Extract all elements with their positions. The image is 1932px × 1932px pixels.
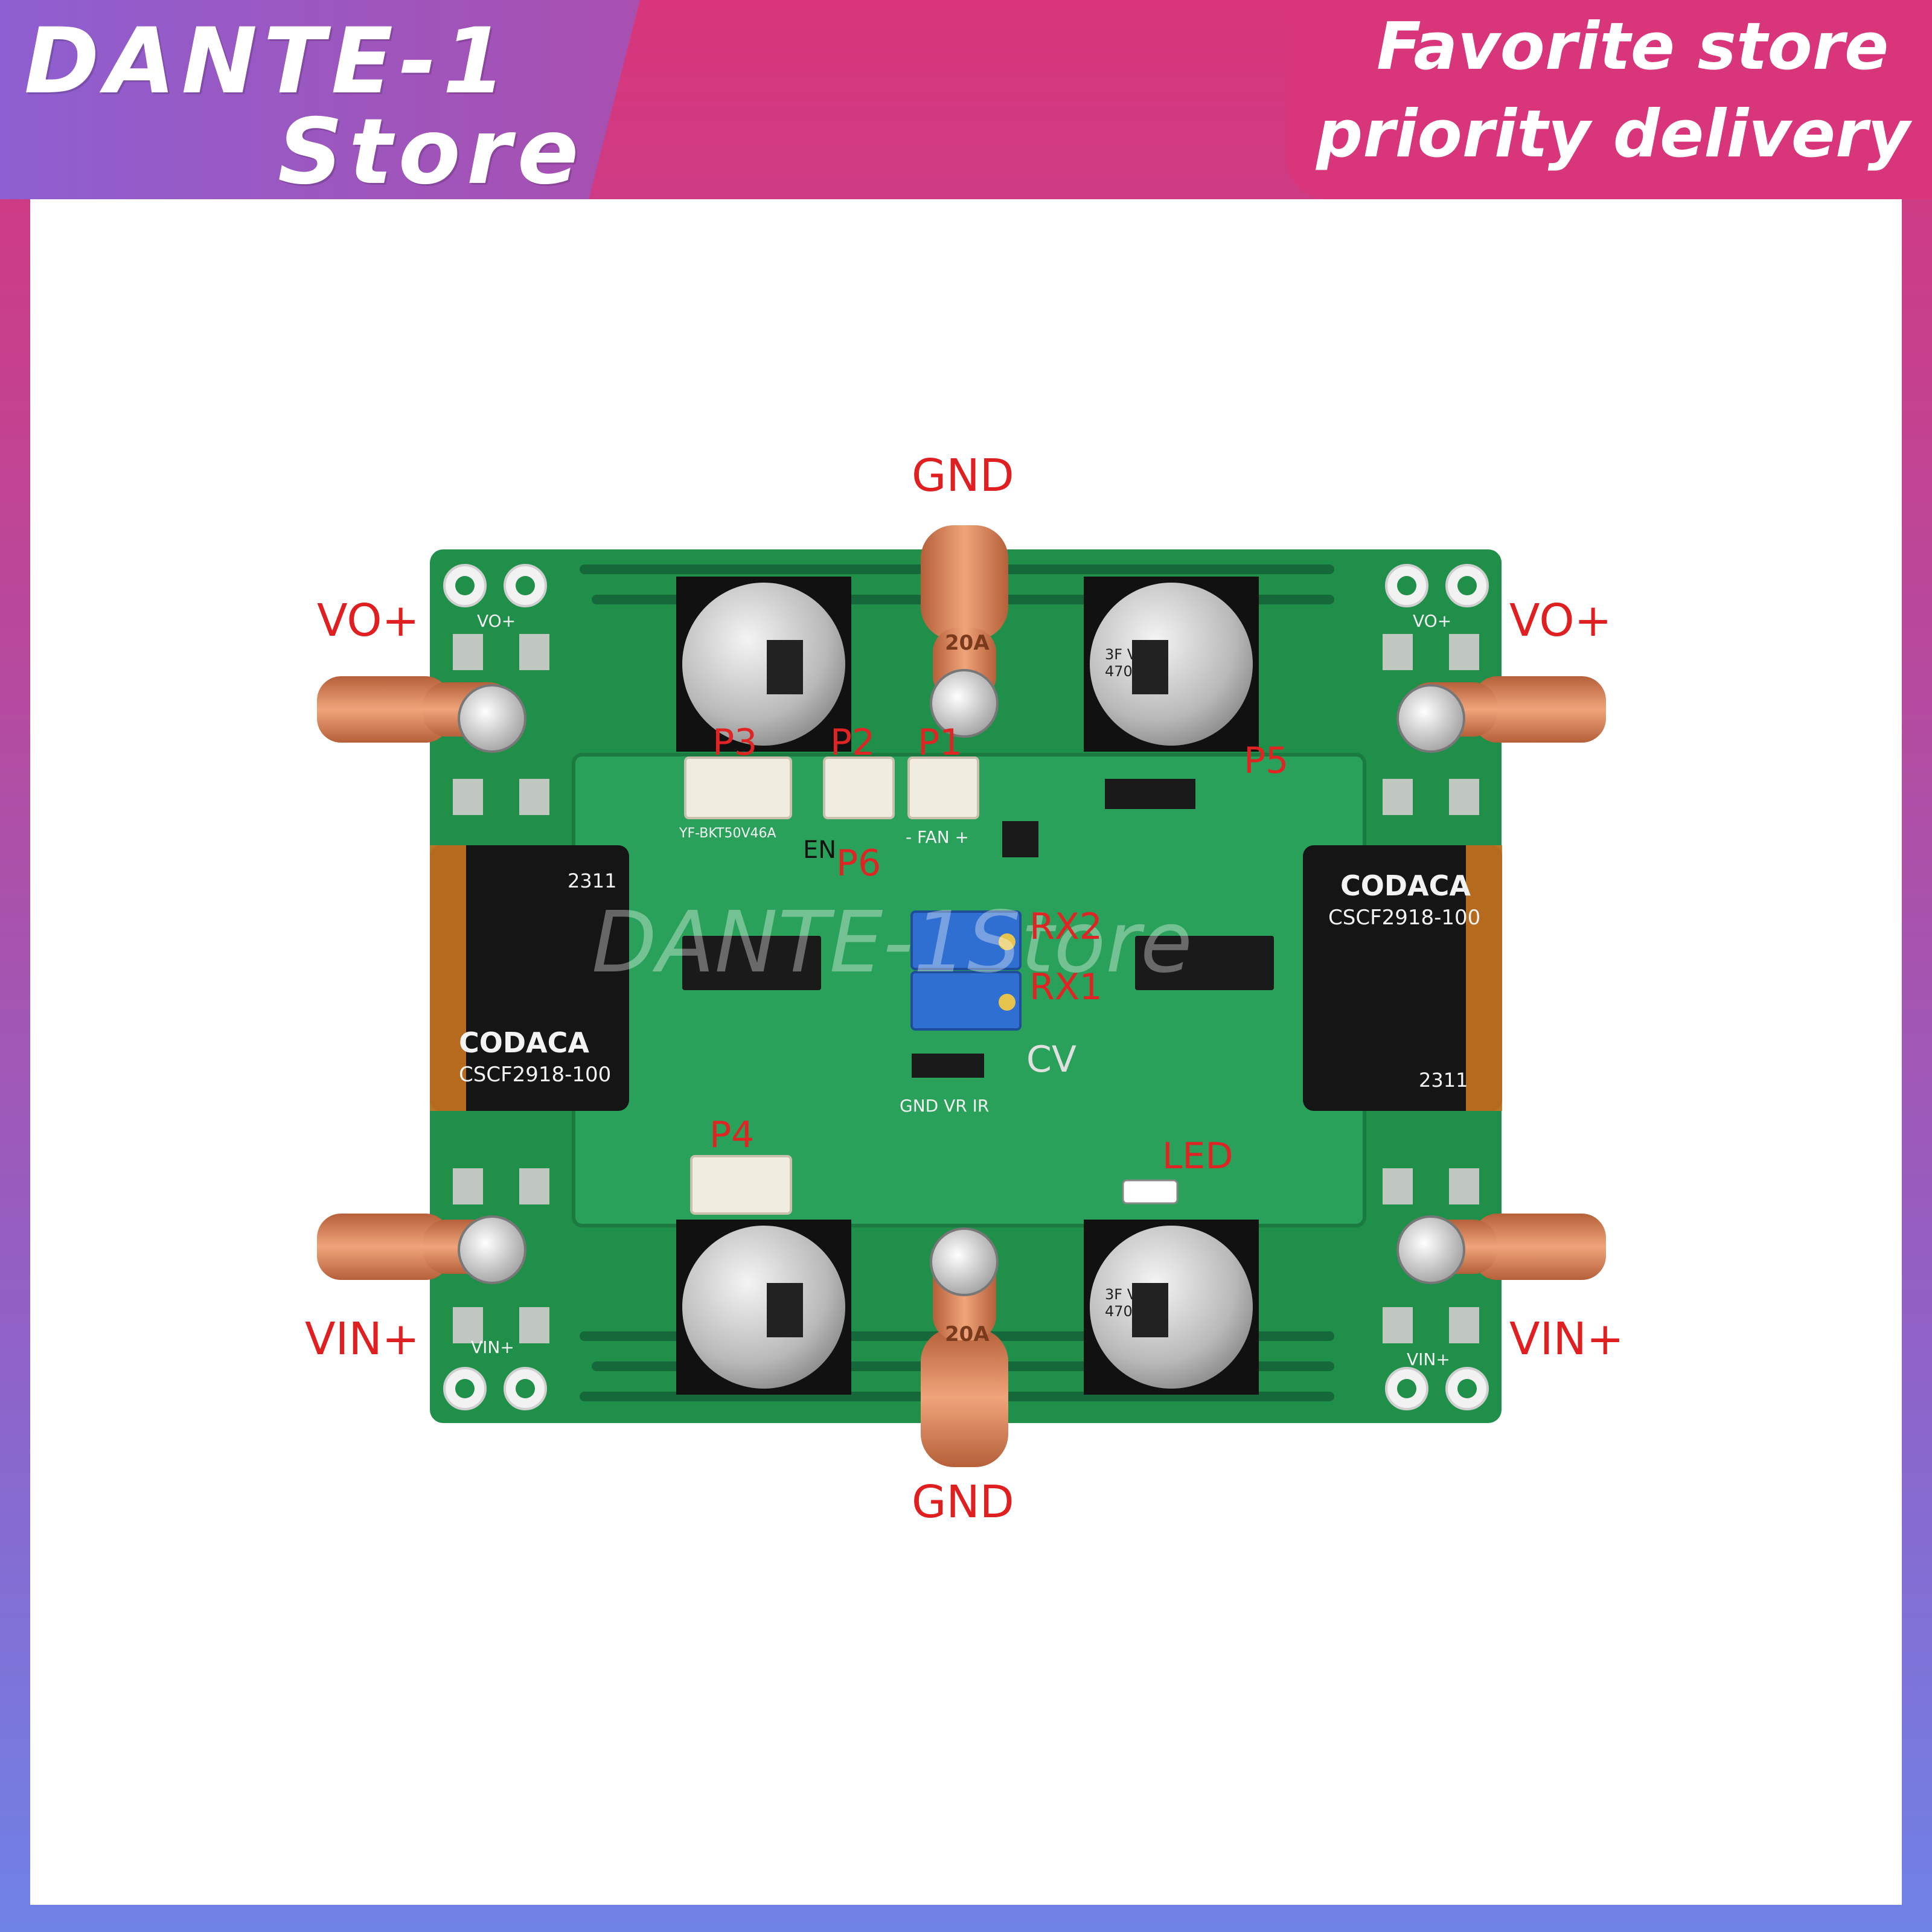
trimmer-rx2 bbox=[910, 910, 1022, 970]
promo-banner bbox=[1286, 0, 1932, 199]
inductor-right-part: CSCF2918-100 bbox=[1328, 906, 1481, 930]
capacitor-bottom-right bbox=[1090, 1226, 1253, 1389]
silk-vin-left: VIN+ bbox=[471, 1337, 514, 1357]
silk-vo-left: VO+ bbox=[477, 611, 516, 631]
label-p1: P1 bbox=[918, 721, 963, 764]
silk-vo-right: VO+ bbox=[1413, 611, 1452, 631]
inductor-left-code: 2311 bbox=[568, 869, 617, 892]
store-brand-banner bbox=[0, 0, 640, 199]
terminal-label-vo-left: VO+ bbox=[317, 595, 420, 647]
label-p5: P5 bbox=[1244, 740, 1289, 782]
trimmer-rx1 bbox=[910, 971, 1022, 1031]
store-watermark: DANTE-1Store bbox=[592, 894, 1192, 992]
terminal-label-vin-right: VIN+ bbox=[1509, 1313, 1624, 1365]
label-rx1: RX1 bbox=[1029, 966, 1102, 1008]
inductor-left-part: CSCF2918-100 bbox=[459, 1063, 612, 1087]
label-p6: P6 bbox=[836, 842, 881, 884]
silk-fan: - FAN + bbox=[906, 827, 969, 847]
connector-p1 bbox=[907, 756, 979, 819]
label-p2: P2 bbox=[830, 721, 875, 764]
terminal-label-vo-right: VO+ bbox=[1509, 595, 1612, 647]
label-p3: P3 bbox=[712, 721, 758, 764]
brand-line-2: Store bbox=[278, 100, 585, 205]
lug-rating-top: 20A bbox=[945, 631, 990, 655]
terminal-label-vin-left: VIN+ bbox=[305, 1313, 420, 1365]
silk-board-model: YF-BKT50V46A bbox=[679, 826, 776, 841]
inductor-left-brand: CODACA bbox=[459, 1026, 590, 1059]
silk-gnd-vr-ir: GND VR IR bbox=[900, 1096, 990, 1116]
promo-line-1: Favorite store bbox=[1377, 9, 1889, 85]
capacitor-text-bottom-right: 3F VEJ 470 63V bbox=[1105, 1286, 1166, 1320]
capacitor-bottom-left bbox=[682, 1226, 845, 1389]
capacitor-text-top-right: 3F VEJ 470 63V bbox=[1105, 646, 1166, 680]
connector-p4 bbox=[690, 1155, 792, 1215]
capacitor-top-left bbox=[682, 583, 845, 746]
brand-line-1: DANTE-1 bbox=[24, 9, 512, 114]
inductor-right-brand: CODACA bbox=[1340, 869, 1471, 902]
label-cv: CV bbox=[1026, 1038, 1076, 1081]
status-led bbox=[1122, 1179, 1179, 1204]
connector-p3 bbox=[684, 756, 792, 819]
label-rx2: RX2 bbox=[1029, 906, 1102, 948]
inductor-right-body bbox=[1303, 845, 1502, 1111]
terminal-label-gnd-bottom: GND bbox=[912, 1476, 1014, 1528]
inductor-left-body bbox=[430, 845, 629, 1111]
silk-vin-right: VIN+ bbox=[1407, 1349, 1450, 1369]
lug-rating-bottom: 20A bbox=[945, 1322, 990, 1346]
connector-p2 bbox=[823, 756, 895, 819]
inductor-right-code: 2311 bbox=[1419, 1069, 1468, 1092]
label-p4: P4 bbox=[709, 1114, 755, 1156]
label-en: EN bbox=[803, 836, 837, 864]
promo-line-2: priority delivery bbox=[1316, 97, 1910, 172]
label-led: LED bbox=[1162, 1135, 1233, 1177]
capacitor-top-right bbox=[1090, 583, 1253, 746]
terminal-label-gnd-top: GND bbox=[912, 450, 1014, 502]
